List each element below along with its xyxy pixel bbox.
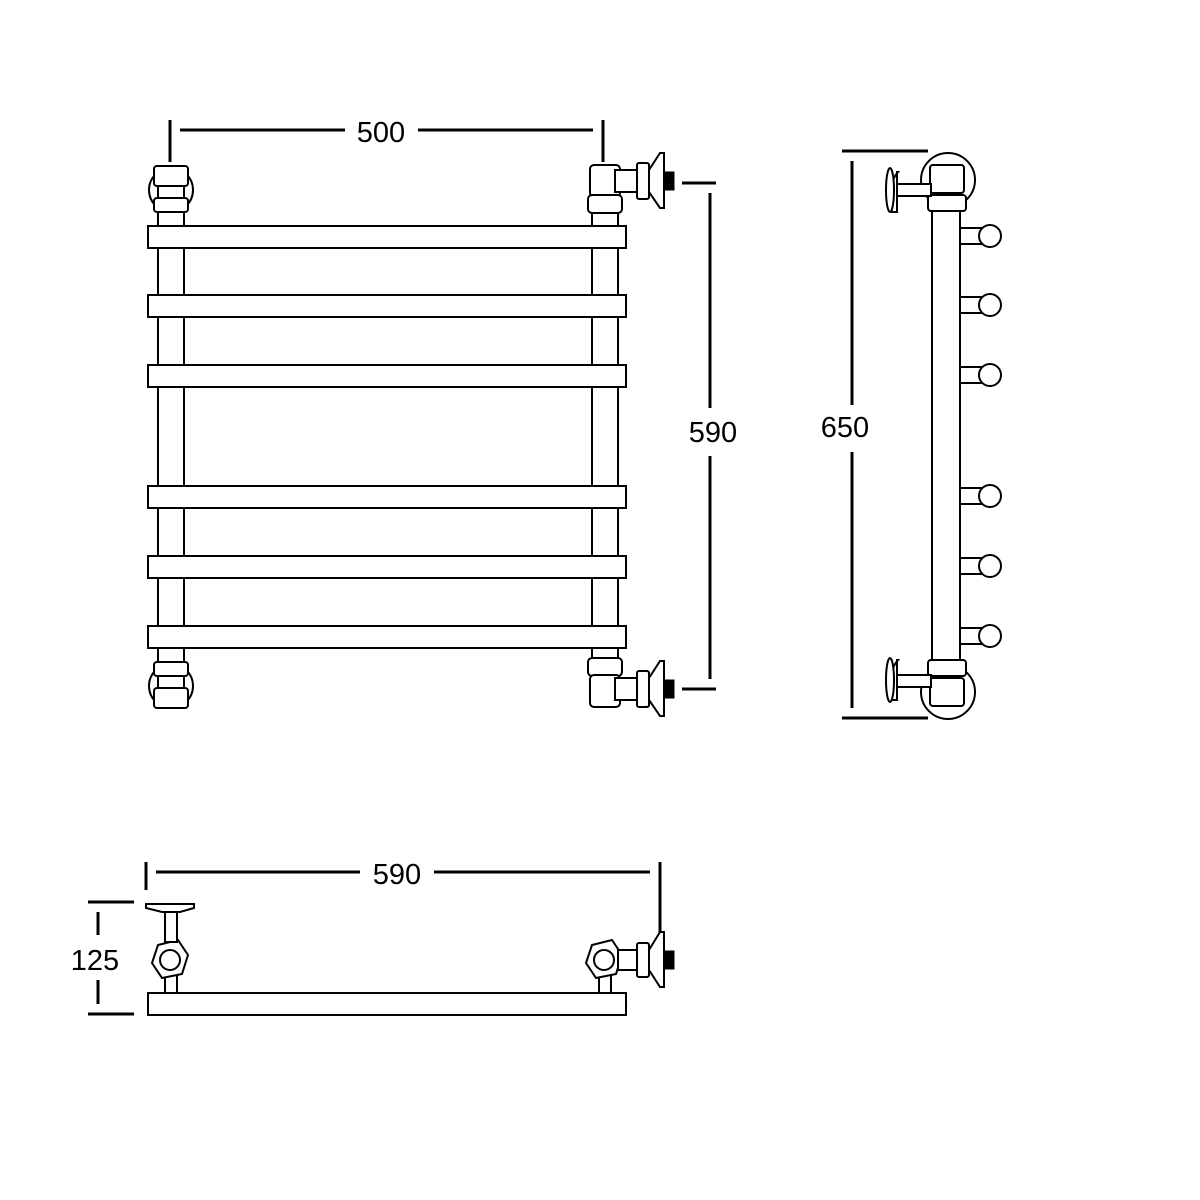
side-top-mount [885, 152, 976, 213]
rung [147, 364, 627, 388]
side-view: 650 [821, 149, 1002, 720]
front-view: 500 [147, 117, 737, 717]
side-height-dimension: 650 [821, 149, 928, 720]
top-view-bar [147, 992, 627, 1016]
top-depth-dimension: 125 [71, 900, 134, 1016]
rung [147, 485, 627, 509]
rung-end [959, 554, 1002, 578]
side-height-label: 650 [821, 412, 869, 444]
front-height-dimension: 590 [682, 181, 737, 691]
top-right-fitting [584, 931, 675, 994]
side-rung-ends [959, 224, 1002, 648]
left-post [148, 165, 194, 709]
rung-end [959, 624, 1002, 648]
front-width-label: 500 [357, 117, 405, 149]
top-left-fitting [145, 903, 195, 994]
top-depth-label: 125 [71, 945, 119, 977]
top-width-label: 590 [373, 859, 421, 891]
top-valve [614, 152, 675, 209]
top-width-dimension: 590 [144, 859, 662, 952]
rung-end [959, 224, 1002, 248]
front-width-dimension: 500 [168, 117, 605, 162]
rungs [147, 225, 627, 649]
rung-end [959, 484, 1002, 508]
bottom-valve [614, 660, 675, 717]
rung-end [959, 293, 1002, 317]
front-height-label: 590 [689, 417, 737, 449]
rung [147, 625, 627, 649]
side-main-tube [931, 204, 961, 666]
rung [147, 225, 627, 249]
rung [147, 555, 627, 579]
rung [147, 294, 627, 318]
rung-end [959, 363, 1002, 387]
top-view: 590 125 [71, 859, 675, 1016]
side-bottom-mount [885, 657, 976, 720]
